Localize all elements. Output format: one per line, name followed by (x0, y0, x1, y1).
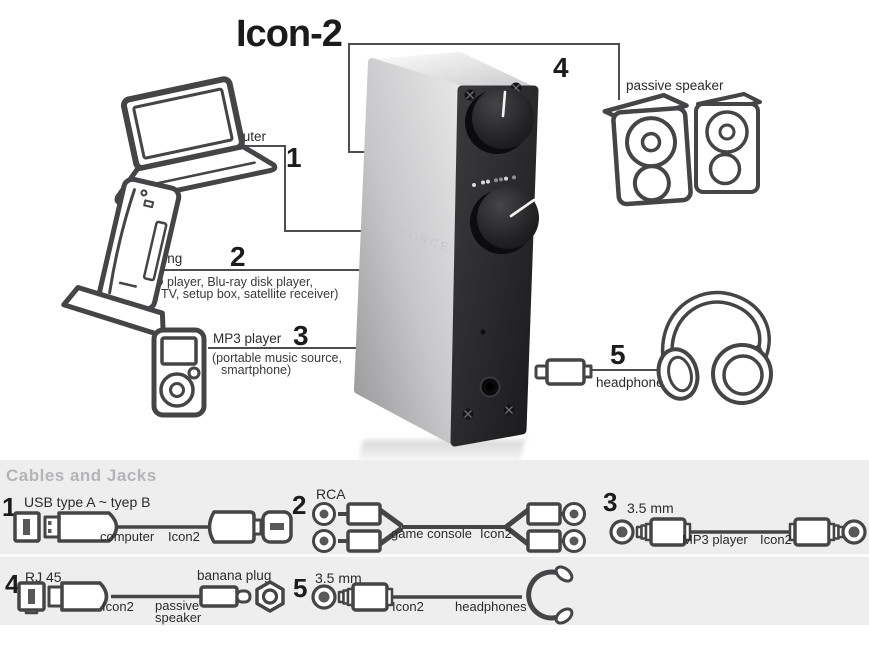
cable-1-type: USB type A ~ tyep B (24, 494, 151, 510)
speaker-cable-icon (17, 580, 285, 615)
connection-5-number: 5 (610, 339, 626, 370)
cable-4-to-label-line2: speaker (155, 610, 202, 625)
cable-3-number: 3 (603, 487, 618, 517)
mp3-caption-line1: (portable music source, (212, 351, 342, 365)
line-4-to-speakers (618, 43, 620, 100)
cable-5-to-label: headphones (455, 599, 527, 614)
line-4-top (348, 43, 620, 45)
headphone-jack (479, 376, 501, 398)
line-4-into-device (348, 151, 380, 153)
product-title: Icon-2 (236, 13, 343, 55)
aux-cable-icon (609, 517, 867, 547)
passive-speakers-icon (602, 92, 762, 207)
line-1-vertical (284, 145, 286, 232)
cable-5-type: 3.5 mm (315, 570, 362, 586)
led-indicators (472, 175, 516, 187)
connection-2-number: 2 (230, 241, 246, 272)
line-3-mp3 (208, 347, 372, 349)
cable-4-to-label-line1: passive (155, 598, 200, 613)
mp3-caption-line2: smartphone) (221, 363, 292, 377)
cable-3-from-label: MP3 player (682, 532, 748, 547)
cable-4-from-label: Icon2 (102, 599, 134, 614)
game-console-icon (61, 176, 182, 339)
cable-5-number: 5 (293, 573, 308, 603)
cable-3-to-label: Icon2 (760, 532, 792, 547)
cables-heading: Cables and Jacks (6, 466, 157, 485)
laptop-icon (114, 76, 278, 205)
cable-2-to-label: Icon2 (480, 526, 512, 541)
line-1-to-device (284, 230, 374, 232)
cable-1-number: 1 (2, 492, 17, 522)
cable-1-from-label: computer (100, 529, 155, 544)
cable-4-number: 4 (5, 569, 20, 599)
cable-5-from-label: Icon2 (392, 599, 424, 614)
cable-2-type: RCA (316, 486, 346, 502)
cable-3-type: 3.5 mm (627, 500, 674, 516)
banana-plug-label: banana plug (197, 568, 272, 583)
connection-4-number: 4 (553, 52, 569, 83)
icon2-device: NUFORCE (354, 52, 539, 447)
cable-4-type: RJ 45 (25, 569, 62, 585)
selector-knob (470, 187, 539, 254)
connection-3-number: 3 (293, 320, 309, 351)
line-2-gaming (126, 269, 372, 271)
headphones-label: headphones (596, 375, 671, 390)
headphone-cable-icon (311, 565, 574, 625)
panel-divider (0, 554, 869, 557)
audio-plug-icon (534, 358, 593, 386)
cable-2-number: 2 (292, 490, 307, 520)
cable-1-to-label: Icon2 (168, 529, 200, 544)
mp3-player-icon (151, 327, 207, 418)
line-5-to-headphones (589, 369, 665, 371)
headphones-icon (656, 290, 773, 405)
pinhole (480, 329, 486, 335)
usb-cable-icon (13, 510, 293, 544)
passive-speaker-label: passive speaker (626, 78, 724, 93)
screw-icons (462, 82, 522, 420)
line-4-left-vertical (348, 43, 350, 153)
gaming-caption-line2: TV, setup box, satellite receiver) (161, 287, 339, 301)
mp3-player-label: MP3 player (213, 331, 282, 346)
connection-1-number: 1 (286, 142, 302, 173)
rca-cable-icon (312, 502, 586, 553)
volume-knob (465, 87, 534, 154)
cable-2-from-label: game console (391, 526, 472, 541)
gaming-caption-line1: (DVD player, Blu-ray disk player, (133, 275, 313, 289)
